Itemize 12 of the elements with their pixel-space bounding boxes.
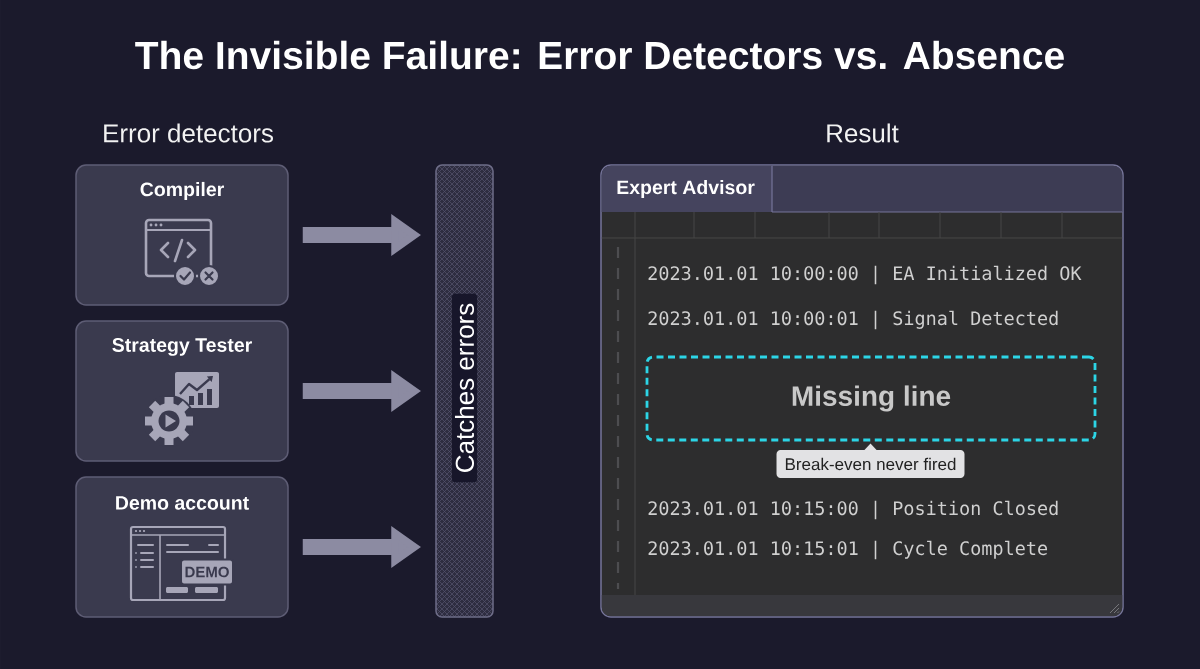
- title: The Invisible Failure: Error Detectors vs. Absence: [135, 40, 1064, 70]
- column-heading: Result: [827, 123, 899, 143]
- demo-badge: DEMO: [180, 558, 234, 586]
- log-line: 2023.01.01 10:15:00 | Position Closed: [648, 500, 1058, 520]
- detector-card: Compiler: [75, 164, 289, 306]
- log-line: 2023.01.01 10:00:00 | EA Initialized OK: [648, 265, 1082, 285]
- log-line: 2023.01.01 10:00:01 | Signal Detected: [648, 310, 1058, 330]
- log-line: 2023.01.01 10:15:01 | Cycle Complete: [648, 540, 1048, 560]
- tooltip: Break-even never fired: [776, 443, 965, 478]
- window-tab: Expert Advisor: [601, 165, 773, 213]
- dashed-box: Missing line: [645, 355, 1097, 442]
- vertical-label: Catches errors: [451, 293, 478, 483]
